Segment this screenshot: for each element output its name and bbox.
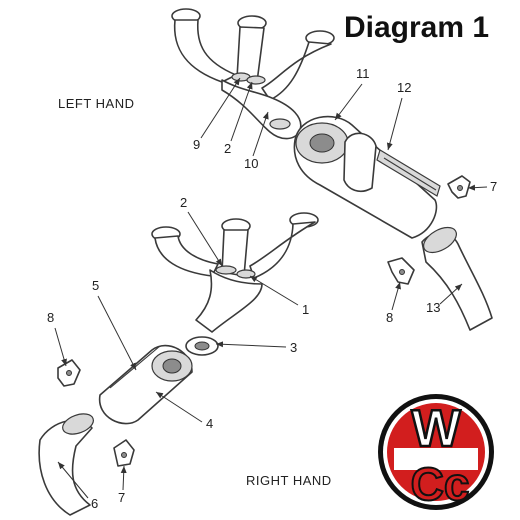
callouts: 9 2 10 11 12 7 2 1 3 8 13 5 8 4 6 7	[47, 66, 497, 511]
callout-7-lower: 7	[118, 490, 125, 505]
left-hand-label: LEFT HAND	[58, 96, 135, 111]
logo-text-top: W	[411, 400, 461, 458]
callout-8-right: 8	[386, 310, 393, 325]
callout-11: 11	[356, 66, 370, 81]
callout-1: 1	[302, 302, 309, 317]
bracket-8-right	[387, 257, 415, 285]
callout-3: 3	[290, 340, 297, 355]
wcc-logo: W Cc	[378, 394, 494, 511]
left-manifold	[171, 8, 335, 140]
callout-7-upper: 7	[490, 179, 497, 194]
logo-text-bottom: Cc	[411, 458, 470, 510]
right-muffler	[98, 344, 193, 425]
callout-5: 5	[92, 278, 99, 293]
bracket-7-lower	[113, 439, 135, 467]
left-muffler	[293, 115, 441, 239]
callout-2-lower: 2	[180, 195, 187, 210]
callout-8-left: 8	[47, 310, 54, 325]
diagram-title: Diagram 1	[344, 11, 489, 44]
tailpipe-13	[421, 226, 493, 331]
callout-4: 4	[206, 416, 213, 431]
callout-13: 13	[426, 300, 440, 315]
callout-10: 10	[244, 156, 258, 171]
right-manifold	[151, 212, 319, 356]
callout-12: 12	[397, 80, 411, 95]
right-hand-label: RIGHT HAND	[246, 473, 332, 488]
tailpipe-6	[38, 413, 94, 516]
bracket-8-left	[57, 359, 81, 387]
bracket-7-upper	[447, 175, 471, 199]
callout-2-upper: 2	[224, 141, 231, 156]
callout-6: 6	[91, 496, 98, 511]
callout-9: 9	[193, 137, 200, 152]
